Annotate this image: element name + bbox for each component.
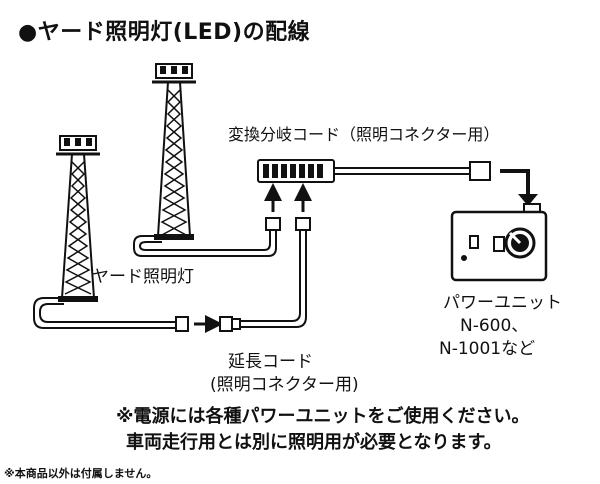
page-title: ●ヤード照明灯(LED)の配線 xyxy=(18,20,311,45)
power-unit-model-2: N-1001など xyxy=(439,339,536,359)
arrow-icon xyxy=(500,169,530,196)
power-unit-icon xyxy=(450,203,548,282)
connector-icon xyxy=(295,217,311,231)
splitter-cord-label: 変換分岐コード（照明コネクター用） xyxy=(228,125,500,144)
power-unit-model-1: N-600、 xyxy=(460,316,529,336)
yard-light-label: ヤード照明灯 xyxy=(92,267,194,287)
extension-cord-sublabel: (照明コネクター用) xyxy=(210,375,359,395)
splitter-block xyxy=(257,159,491,183)
note-separate-unit: 車両走行用とは別に照明用が必要となります。 xyxy=(126,432,502,453)
connector-icon xyxy=(219,316,233,332)
note-not-included: ※本商品以外は付属しません。 xyxy=(4,467,158,480)
yard-light-cable-1 xyxy=(133,226,277,257)
light-tower-icon xyxy=(56,135,100,302)
arrow-head xyxy=(518,194,538,206)
extension-cord xyxy=(240,230,307,328)
extension-cord-label: 延長コード xyxy=(228,352,313,372)
connector-icon xyxy=(175,316,189,332)
connector-icon xyxy=(265,217,281,231)
note-power-supply: ※電源には各種パワーユニットをご使用ください。 xyxy=(116,406,530,427)
yard-light-cable-2 xyxy=(33,297,176,329)
light-tower-icon xyxy=(152,63,196,240)
power-unit-label: パワーユニット xyxy=(443,293,562,313)
